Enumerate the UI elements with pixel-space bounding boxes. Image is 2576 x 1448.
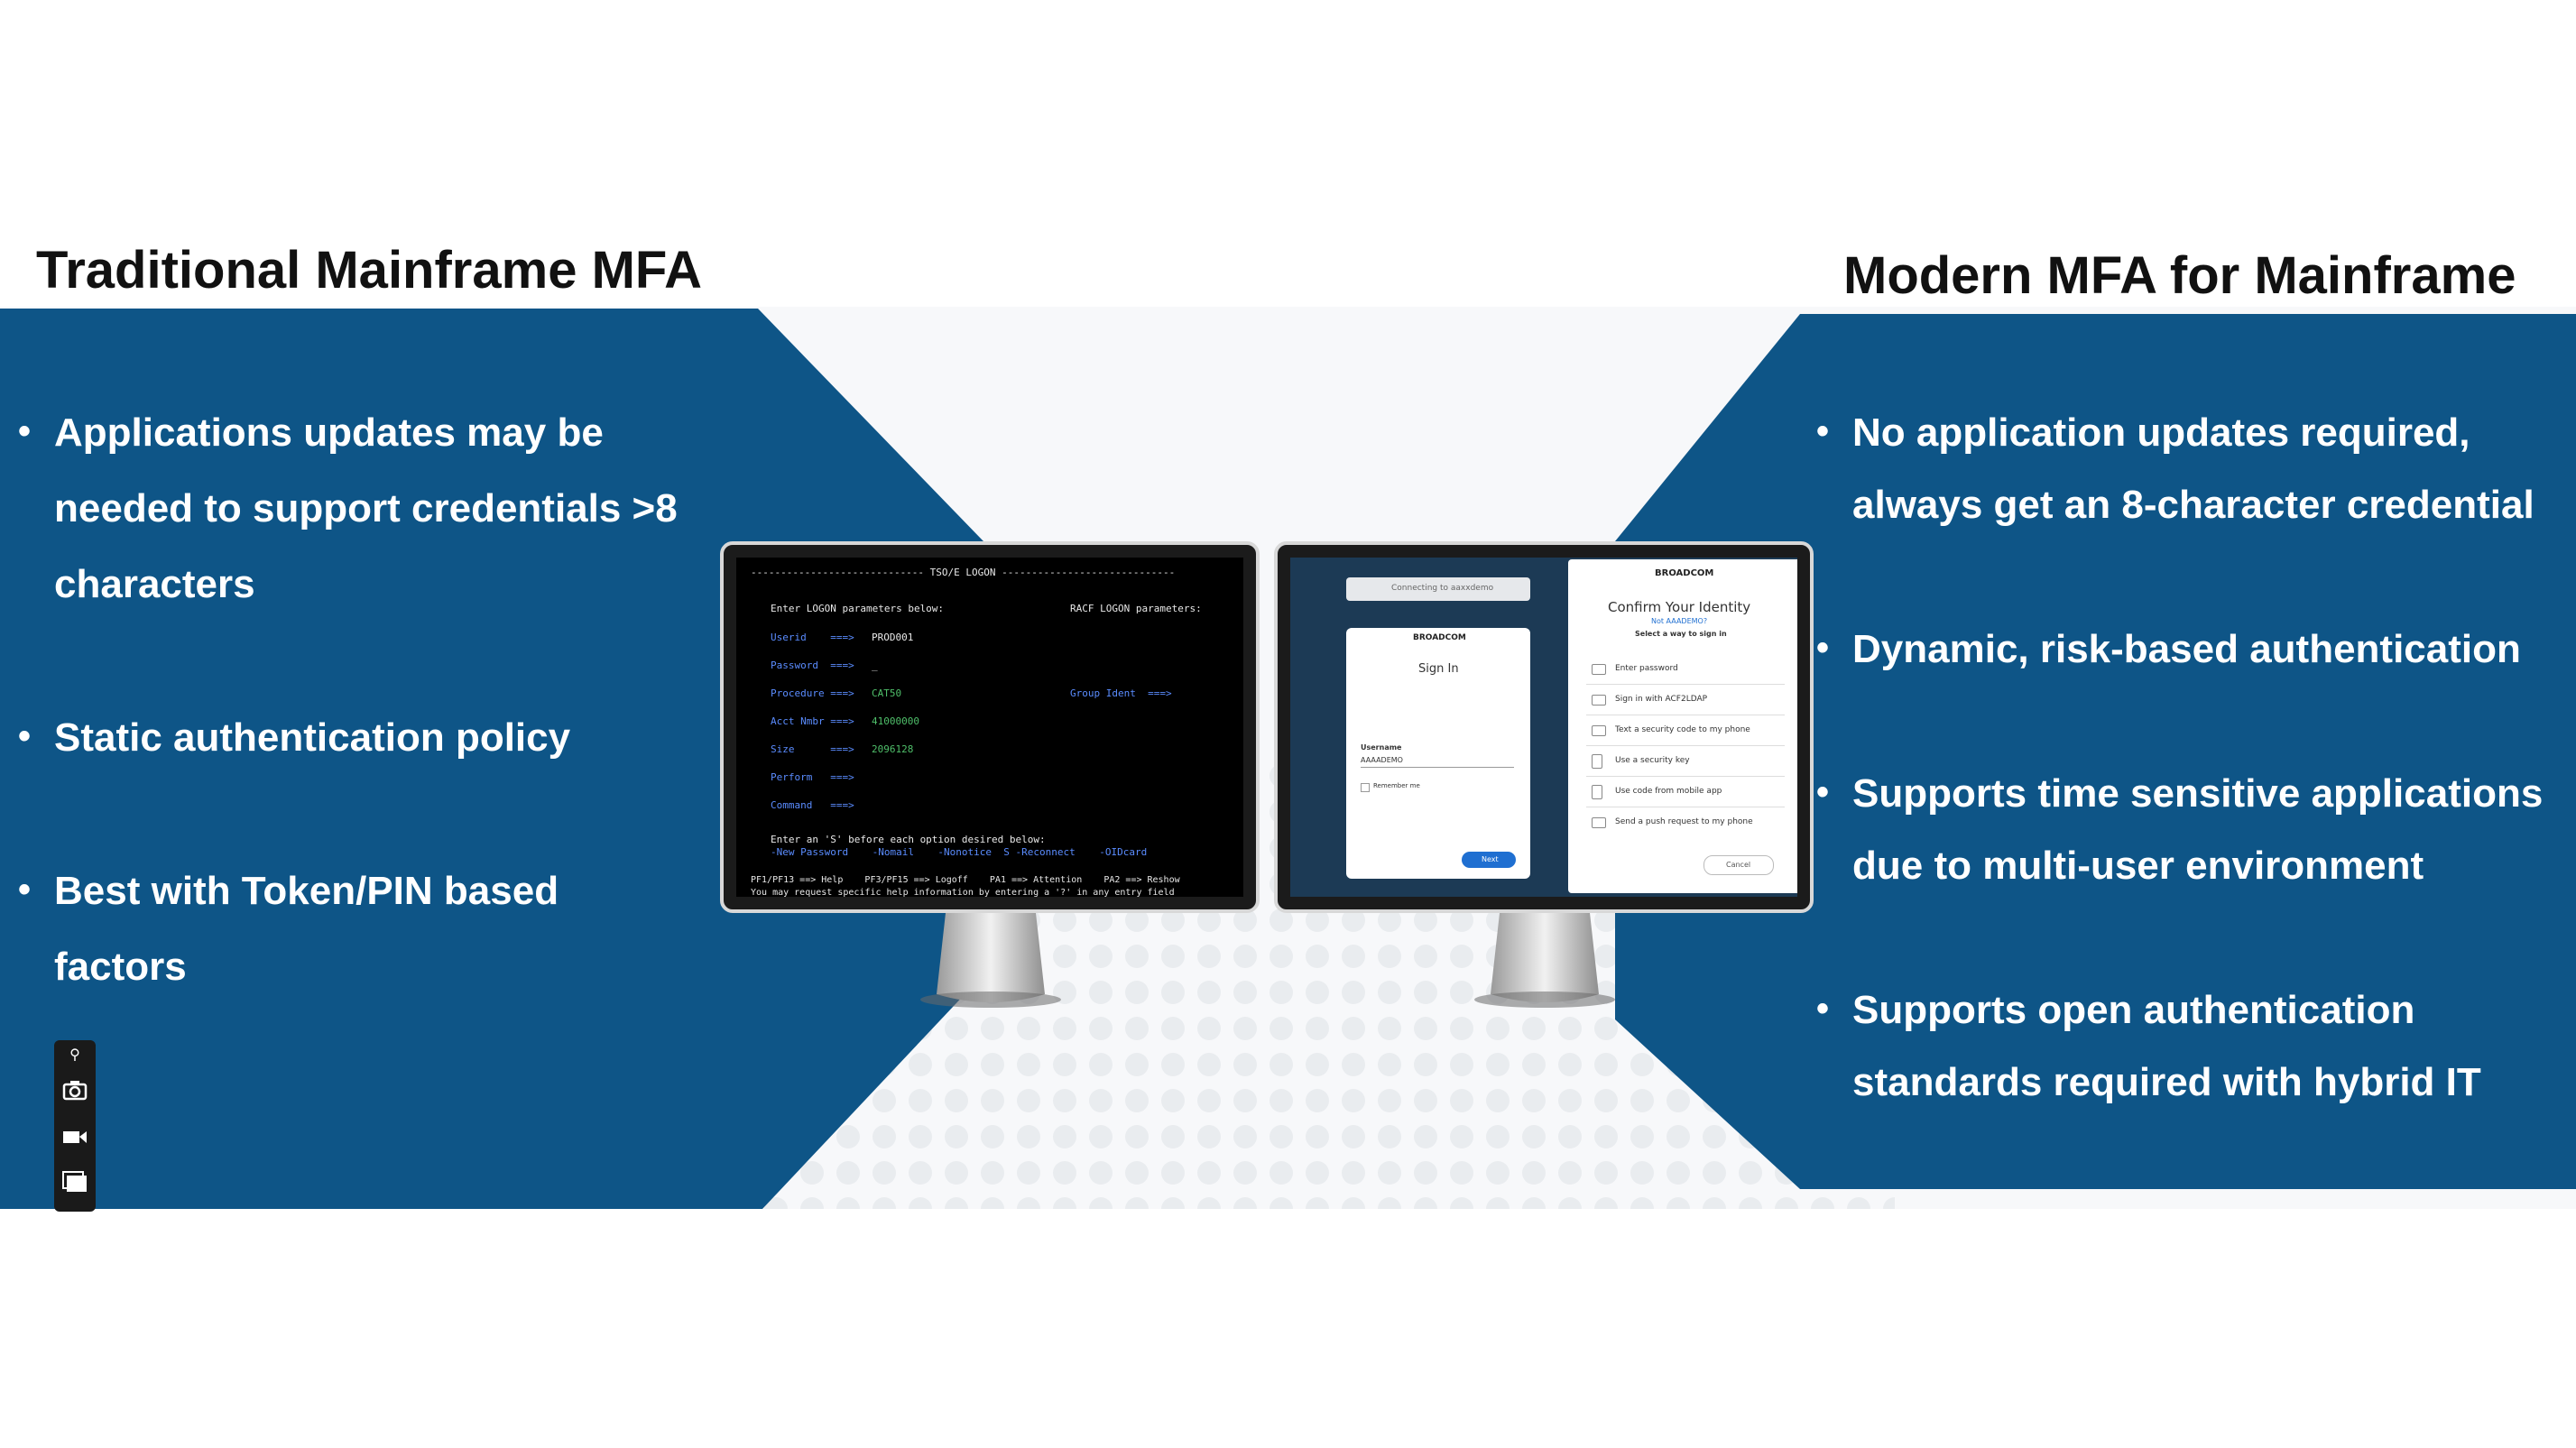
tso-enter-params: Enter LOGON parameters below: bbox=[771, 603, 945, 614]
tso-userid-label: Userid ===> bbox=[771, 632, 854, 643]
mfa-monitor-frame: Connecting to aaxxdemo BROADCOM Sign In … bbox=[1274, 541, 1814, 913]
right-bullet-4: Supports open authentication standards r… bbox=[1816, 973, 2565, 1119]
camera-icon[interactable] bbox=[61, 1076, 88, 1103]
sign-in-card: BROADCOM Sign In Username AAAADEMO Remem… bbox=[1346, 628, 1530, 879]
window-icon[interactable] bbox=[61, 1168, 88, 1195]
username-label: Username bbox=[1361, 743, 1402, 752]
mfa-screen: Connecting to aaxxdemo BROADCOM Sign In … bbox=[1290, 558, 1797, 897]
option-enter-password[interactable]: Enter password bbox=[1586, 657, 1785, 685]
tso-acct-label: Acct Nmbr ===> bbox=[771, 715, 854, 727]
tso-options: -New Password -Nomail -Nonotice S -Recon… bbox=[771, 846, 1148, 858]
confirm-identity-card: BROADCOM Confirm Your Identity Not AAADE… bbox=[1568, 559, 1797, 893]
tso-pf-line: PF1/PF13 ==> Help PF3/PF15 ==> Logoff PA… bbox=[751, 875, 1180, 885]
left-bullet-2: Static authentication policy bbox=[18, 698, 740, 776]
mfa-monitor: Connecting to aaxxdemo BROADCOM Sign In … bbox=[1274, 541, 1814, 1010]
tso-monitor-stand bbox=[920, 913, 1061, 1008]
ldap-icon bbox=[1592, 695, 1606, 706]
connecting-bar: Connecting to aaxxdemo bbox=[1346, 577, 1530, 601]
cancel-button[interactable]: Cancel bbox=[1703, 855, 1774, 875]
tso-size-field[interactable]: 2096128 bbox=[872, 743, 914, 755]
tso-command-label: Command ===> bbox=[771, 799, 854, 811]
left-bullet-1: Applications updates may be needed to su… bbox=[18, 393, 740, 623]
not-user-link[interactable]: Not AAADEMO? bbox=[1651, 617, 1708, 625]
tso-help-line: You may request specific help informatio… bbox=[751, 888, 1175, 897]
tso-procedure-label: Procedure ===> bbox=[771, 687, 854, 699]
tso-password-field[interactable]: _ bbox=[872, 659, 878, 671]
tso-procedure-field[interactable]: CAT50 bbox=[872, 687, 902, 699]
tso-perform-label: Perform ===> bbox=[771, 771, 854, 783]
option-text-code[interactable]: Text a security code to my phone bbox=[1586, 718, 1785, 746]
left-bullet-list: Applications updates may be needed to su… bbox=[18, 393, 740, 1005]
tso-group-label: Group Ident ===> bbox=[1070, 687, 1172, 699]
tso-monitor: ----------------------------- TSO/E LOGO… bbox=[720, 541, 1260, 1010]
cancel-button-label: Cancel bbox=[1726, 861, 1751, 869]
next-button-label: Next bbox=[1482, 855, 1499, 863]
remember-me-label: Remember me bbox=[1373, 782, 1420, 789]
link-icon[interactable]: ⚲ bbox=[69, 1047, 80, 1063]
sign-in-brand: BROADCOM bbox=[1413, 633, 1466, 642]
username-field[interactable]: AAAADEMO bbox=[1361, 756, 1514, 768]
option-mobile-app[interactable]: Use code from mobile app bbox=[1586, 779, 1785, 807]
right-bullet-list: No application updates required, always … bbox=[1816, 395, 2565, 1119]
confirm-brand: BROADCOM bbox=[1655, 568, 1714, 578]
tso-password-label: Password ===> bbox=[771, 659, 854, 671]
option-acf2ldap[interactable]: Sign in with ACF2LDAP bbox=[1586, 687, 1785, 715]
left-panel-title: Traditional Mainframe MFA bbox=[36, 241, 702, 300]
tso-enter-s: Enter an 'S' before each option desired … bbox=[771, 834, 1046, 845]
sign-in-title: Sign In bbox=[1418, 662, 1459, 676]
tso-userid-field[interactable]: PROD001 bbox=[872, 632, 914, 643]
right-bullet-3: Supports time sensitive applications due… bbox=[1816, 756, 2565, 902]
confirm-title: Confirm Your Identity bbox=[1608, 599, 1751, 615]
tso-logon-screen: ----------------------------- TSO/E LOGO… bbox=[736, 558, 1243, 897]
right-bullet-2: Dynamic, risk-based authentication bbox=[1816, 612, 2565, 686]
security-key-icon bbox=[1592, 754, 1602, 769]
push-icon bbox=[1592, 817, 1606, 828]
connecting-text: Connecting to aaxxdemo bbox=[1391, 584, 1494, 593]
mfa-monitor-stand bbox=[1474, 913, 1615, 1008]
capture-toolbar: ⚲ bbox=[54, 1040, 96, 1212]
remember-me-checkbox[interactable] bbox=[1361, 783, 1370, 792]
mobile-app-icon bbox=[1592, 785, 1602, 799]
option-security-key[interactable]: Use a security key bbox=[1586, 749, 1785, 777]
right-panel-title: Modern MFA for Mainframe bbox=[1843, 246, 2516, 305]
password-icon bbox=[1592, 664, 1606, 675]
video-icon[interactable] bbox=[61, 1123, 88, 1150]
tso-monitor-frame: ----------------------------- TSO/E LOGO… bbox=[720, 541, 1260, 913]
tso-size-label: Size ===> bbox=[771, 743, 854, 755]
tso-racf-params: RACF LOGON parameters: bbox=[1070, 603, 1202, 614]
next-button[interactable]: Next bbox=[1462, 852, 1516, 868]
right-bullet-1: No application updates required, always … bbox=[1816, 395, 2565, 541]
left-bullet-3: Best with Token/PIN based factors bbox=[18, 852, 650, 1005]
tso-acct-field[interactable]: 41000000 bbox=[872, 715, 919, 727]
select-way-text: Select a way to sign in bbox=[1635, 630, 1727, 638]
option-push-request[interactable]: Send a push request to my phone bbox=[1586, 810, 1785, 837]
sms-icon bbox=[1592, 725, 1606, 736]
tso-header: ----------------------------- TSO/E LOGO… bbox=[751, 567, 1176, 578]
